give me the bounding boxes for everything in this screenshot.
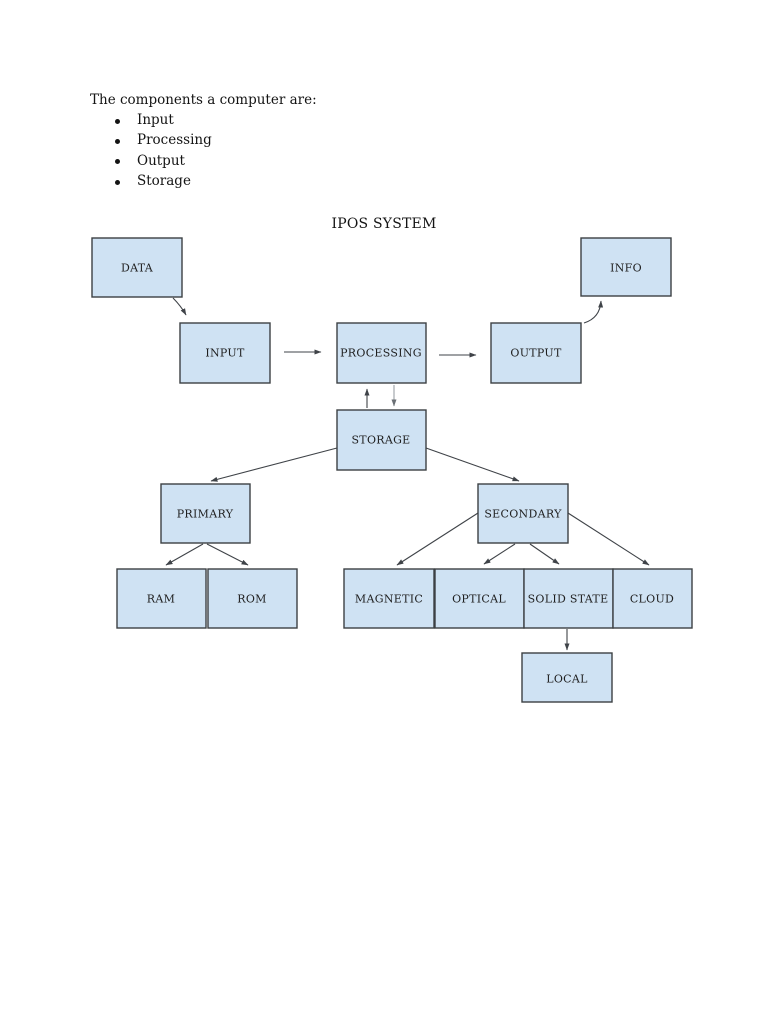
arrow-storage-to-primary [210, 447, 338, 482]
arrow-primary-to-rom [206, 543, 249, 566]
diagram-title: IPOS SYSTEM [331, 216, 437, 232]
box-solid-state-label: SOLID STATE [528, 593, 609, 606]
list-item-label: Processing [137, 132, 212, 149]
arrow-data-to-input [172, 297, 187, 316]
box-secondary: SECONDARY [477, 483, 569, 544]
list-item: Output [115, 153, 212, 173]
box-ram-rect [116, 568, 207, 629]
box-local-label: LOCAL [546, 673, 588, 686]
box-input: INPUT [179, 322, 271, 384]
box-info-rect [580, 237, 672, 297]
list-item-label: Storage [137, 173, 191, 190]
intro-text: The components a computer are: [90, 92, 317, 108]
box-input-rect [179, 322, 271, 384]
box-solid-state: SOLID STATE [523, 568, 614, 629]
box-ram-label: RAM [147, 593, 175, 606]
box-storage-rect [336, 409, 427, 471]
box-cloud-rect [612, 568, 693, 629]
bullet-dot [115, 159, 120, 165]
box-primary: PRIMARY [160, 483, 251, 544]
box-cloud-label: CLOUD [630, 593, 674, 606]
box-data-label: DATA [121, 262, 154, 275]
box-cloud: CLOUD [612, 568, 693, 629]
box-solid-state-rect [523, 568, 614, 629]
box-optical-rect [434, 568, 525, 629]
bullet-dot [115, 179, 120, 185]
box-processing: PROCESSING [336, 322, 427, 384]
box-ram: RAM [116, 568, 207, 629]
box-optical: OPTICAL [434, 568, 525, 629]
box-storage-label: STORAGE [351, 434, 410, 447]
box-input-label: INPUT [205, 347, 245, 360]
arrow-secondary-to-solid-state [529, 543, 560, 565]
box-local-rect [521, 652, 613, 703]
box-primary-rect [160, 483, 251, 544]
box-magnetic-rect [343, 568, 435, 629]
bullet-dot [115, 118, 120, 124]
arrow-output-to-info [583, 300, 604, 324]
box-magnetic-label: MAGNETIC [355, 593, 423, 606]
arrow-primary-to-ram [165, 543, 204, 566]
box-processing-label: PROCESSING [340, 347, 422, 360]
list-item: Processing [115, 132, 212, 152]
box-data-rect [91, 237, 183, 298]
box-data: DATA [91, 237, 183, 298]
box-secondary-label: SECONDARY [484, 508, 562, 521]
box-output-label: OUTPUT [510, 347, 562, 360]
box-info: INFO [580, 237, 672, 297]
box-output-rect [490, 322, 582, 384]
list-item: Storage [115, 173, 212, 193]
box-rom-label: ROM [237, 593, 266, 606]
arrow-secondary-to-cloud [567, 512, 650, 566]
list-item-label: Input [137, 112, 174, 128]
box-info-label: INFO [610, 262, 642, 275]
list-item: Input [115, 112, 212, 132]
box-local: LOCAL [521, 652, 613, 703]
bullet-dot [115, 138, 120, 144]
arrow-secondary-to-magnetic [396, 512, 479, 566]
arrow-storage-to-secondary [425, 447, 520, 482]
box-primary-label: PRIMARY [177, 508, 234, 521]
box-magnetic: MAGNETIC [343, 568, 435, 629]
arrow-secondary-to-optical [483, 543, 516, 565]
box-rom: ROM [207, 568, 298, 629]
list-item-label: Output [137, 152, 185, 169]
box-rom-rect [207, 568, 298, 629]
box-secondary-rect [477, 483, 569, 544]
bullet-list: Input Processing Output Storage [115, 112, 212, 194]
box-processing-rect [336, 322, 427, 384]
box-output: OUTPUT [490, 322, 582, 384]
box-storage: STORAGE [336, 409, 427, 471]
box-optical-label: OPTICAL [452, 593, 506, 606]
